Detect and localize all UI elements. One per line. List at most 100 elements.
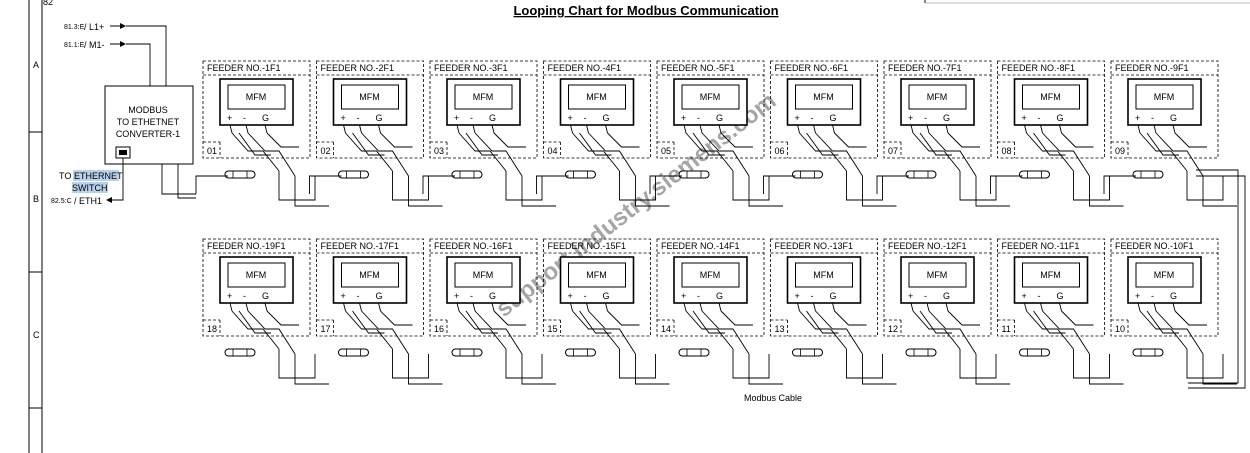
feeder-name: FEEDER NO.-15F1	[548, 241, 627, 251]
feeder-name: FEEDER NO.-14F1	[661, 241, 740, 251]
feeder-panel	[1110, 60, 1219, 159]
terminal-wiring	[456, 124, 526, 177]
terminal-minus: -	[470, 113, 473, 123]
feeder-name: FEEDER NO.-6F1	[775, 63, 849, 73]
eth-label: / ETH1	[74, 196, 102, 206]
mfm-label: MFM	[359, 92, 380, 102]
mfm-display	[341, 262, 399, 288]
mfm-display	[568, 262, 626, 288]
feeder-name: FEEDER NO.-19F1	[207, 241, 286, 251]
mfm-display	[908, 84, 967, 110]
cable-gland	[1019, 348, 1050, 357]
feeder-name: FEEDER NO.-1F1	[207, 63, 281, 73]
mfm-display	[454, 262, 513, 288]
cable-gland	[905, 170, 937, 179]
feeder-number: 17	[321, 324, 331, 334]
feeder-name: FEEDER NO.-11F1	[1002, 241, 1080, 251]
terminal-ground: G	[830, 291, 837, 301]
mfm-meter	[786, 256, 862, 304]
terminal-minus: -	[697, 291, 700, 301]
ethernet-highlight	[73, 170, 119, 181]
cable-gland	[792, 170, 823, 179]
mfm-meter	[1013, 78, 1089, 126]
mfm-display	[795, 262, 853, 288]
cable-gland	[678, 348, 710, 357]
feeder-number: 07	[888, 146, 898, 156]
feeder-number: 01	[207, 146, 217, 156]
mfm-label: MFM	[586, 92, 607, 102]
mfm-display	[227, 84, 286, 110]
mfm-meter	[219, 256, 294, 304]
mfm-meter	[900, 78, 975, 126]
terminal-wiring	[1137, 302, 1207, 355]
converter-line-1: MODBUS	[128, 105, 168, 115]
cable-gland	[565, 170, 596, 179]
terminal-wiring	[683, 124, 753, 177]
feeder-number: 03	[434, 146, 444, 156]
terminal-ground: G	[603, 113, 610, 123]
terminal-ground: G	[489, 291, 496, 301]
terminal-wiring	[1137, 124, 1207, 177]
modbus-bus-wires	[195, 171, 1237, 385]
terminal-wiring	[797, 124, 867, 177]
feeder-number: 09	[1115, 146, 1125, 156]
terminal-ground: G	[1057, 113, 1064, 123]
terminal-ground: G	[716, 291, 723, 301]
terminal-ground: G	[262, 291, 269, 301]
terminal-minus: -	[243, 291, 246, 301]
terminal-ground: G	[943, 113, 950, 123]
cable-gland	[1019, 170, 1050, 179]
terminal-plus: +	[908, 113, 913, 123]
terminal-minus: -	[924, 113, 927, 123]
terminal-ground: G	[1170, 113, 1177, 123]
terminal-plus: +	[227, 291, 232, 301]
converter-line-2: TO ETHETNET	[117, 117, 180, 127]
row-label-b: B	[33, 194, 39, 204]
mfm-display	[681, 84, 740, 110]
mfm-display	[795, 84, 853, 110]
mfm-label: MFM	[1154, 270, 1175, 280]
feeder-number: 15	[548, 324, 558, 334]
cable-gland	[678, 170, 710, 179]
mfm-label: MFM	[1154, 92, 1175, 102]
mfm-label: MFM	[700, 92, 721, 102]
mfm-label: MFM	[927, 92, 948, 102]
terminal-ground: G	[603, 291, 610, 301]
terminal-plus: +	[341, 113, 346, 123]
terminal-plus: +	[568, 113, 573, 123]
terminal-minus: -	[1151, 113, 1154, 123]
feeder-panel	[543, 238, 651, 337]
feeder-number: 05	[661, 146, 671, 156]
mfm-label: MFM	[473, 270, 494, 280]
mfm-display	[341, 84, 399, 110]
terminal-plus: +	[1135, 113, 1140, 123]
terminal-plus: +	[1135, 291, 1140, 301]
terminal-plus: +	[454, 113, 459, 123]
converter-line-3: CONVERTER-1	[116, 129, 180, 139]
switch-highlight	[72, 182, 108, 193]
cable-gland	[224, 348, 256, 357]
feeder-panel	[543, 60, 651, 159]
feeder-panel	[202, 238, 311, 337]
feeder-number: 12	[888, 324, 898, 334]
mfm-meter	[900, 256, 975, 304]
feeder-number: 14	[661, 324, 671, 334]
mfm-label: MFM	[927, 270, 948, 280]
feeder-panel	[1110, 238, 1219, 337]
mfm-label: MFM	[1040, 92, 1061, 102]
terminal-plus: +	[227, 113, 232, 123]
feeder-name: FEEDER NO.-5F1	[661, 63, 735, 73]
feeder-panel	[429, 238, 538, 337]
mfm-label: MFM	[246, 92, 267, 102]
feeder-name: FEEDER NO.-17F1	[321, 241, 400, 251]
